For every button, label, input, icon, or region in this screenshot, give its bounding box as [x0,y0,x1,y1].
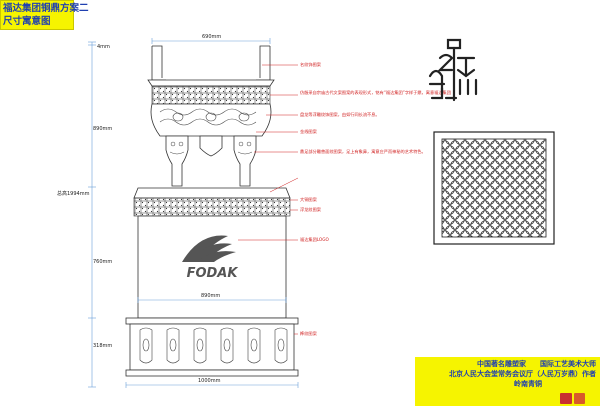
height-dimension-lines [88,41,96,388]
base-foot [125,369,299,377]
dim-top-margin: 4mm [97,44,110,50]
dim-vessel-height: 890mm [93,126,112,132]
annotation-logo: 福达集团LOGO [300,236,329,243]
annotation-legs: 鼎足部分雕兽面纹图案，足上有象鼻，寓意庄严而神秘的艺术特色。 [300,148,426,155]
dim-base-width: 1000mm [198,378,221,384]
annotation-leaders [238,64,299,335]
base-body [129,323,295,371]
dim-pedestal-height: 760mm [93,259,112,265]
pedestal-body [137,215,287,319]
pedestal-frieze [133,197,291,217]
dim-pedestal-width: 890mm [201,293,220,299]
leg-masks [169,141,253,155]
fodak-logo-icon [182,235,236,262]
credit-line2: 北京人民大会堂常务会议厅（人民万岁鼎）作者 [449,370,596,378]
dim-vessel-width: 690mm [202,34,221,40]
dim-total-height: 总高1994mm [57,190,90,197]
logo-text: FODAK [187,266,239,281]
top-width-dimension [151,38,271,44]
annotation-cover: 大铜图案 [300,196,318,203]
lattice-pattern-icon [441,138,547,238]
vessel-body [150,103,272,137]
red-seal-icon [560,393,572,404]
annotation-belt: 仿殷采自宗庙古代文案图案的表现形式，铭有“福达集团”字样于鼎，寓意福达集团 [300,89,451,96]
base-panels [139,327,288,364]
credit-line1: 中国著名雕塑家 国际工艺美术大师 [477,360,596,368]
cauldron-legs [165,135,257,187]
title-box: 福达集团铜鼎方案二 尺寸寓意图 [0,0,89,30]
dim-base-height: 318mm [93,343,112,349]
title-line2: 尺寸寓意图 [3,16,51,27]
pedestal-cover [133,187,291,199]
annotation-legs-top: 金线图案 [300,128,318,135]
seal-script-emblem-icon [428,38,478,102]
annotation-frieze: 浮龙纹图案 [300,206,322,213]
credit-line3-text: 岭南青铜 [514,380,542,388]
credit-box: 中国著名雕塑家 国际工艺美术大师 北京人民大会堂常务会议厅（人民万岁鼎）作者 岭… [415,357,600,406]
annotation-rim: 名纹饰图案 [300,61,322,68]
annotation-base: 榫纹图案 [300,330,318,337]
title-line1: 福达集团铜鼎方案二 [3,3,89,14]
cauldron-handles [151,45,271,81]
red-seal-icon-2 [574,393,585,404]
vessel-body-motifs [159,108,257,126]
base-top [125,317,299,325]
credit-line3: 岭南青铜作品 [419,379,596,389]
pedestal-width-dimension [137,297,287,303]
base-width-dimension [125,382,299,388]
vessel-belt [151,85,271,105]
vessel-rim [147,79,275,87]
annotation-body: 盘龙等浮雕纹饰图案，由如行同长流不息。 [300,111,380,118]
